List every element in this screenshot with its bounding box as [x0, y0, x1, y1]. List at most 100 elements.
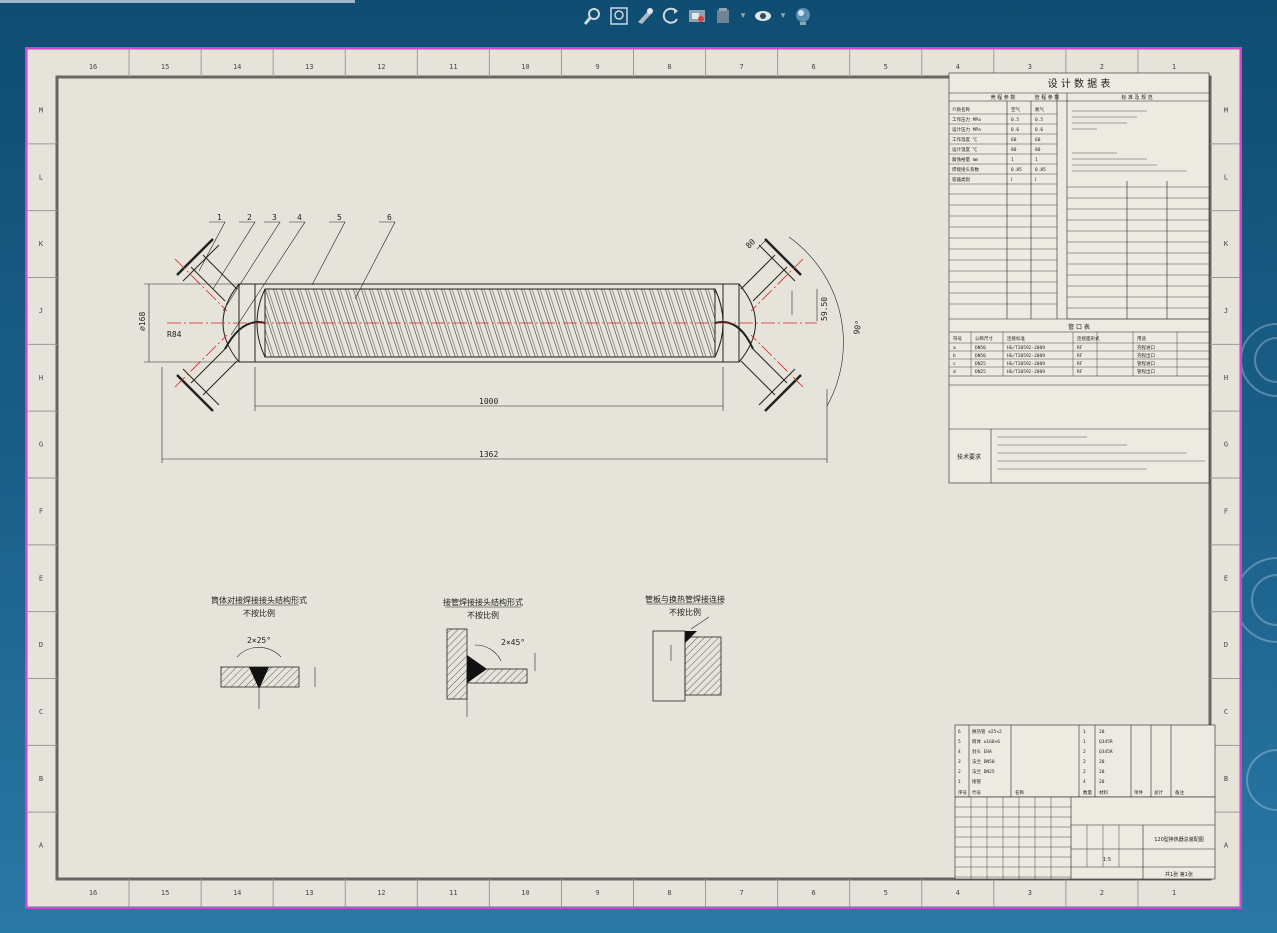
heads-up-view-toolbar: ▾ ▾	[583, 5, 813, 27]
main-view-heat-exchanger	[176, 238, 802, 412]
detail-1-scale: 不按比例	[243, 608, 275, 618]
rotate-view-icon[interactable]	[661, 6, 681, 26]
parts-cell: 6	[958, 729, 961, 735]
zone-col-label-bottom: 3	[1028, 889, 1032, 897]
dim-length-total: 1362	[479, 450, 498, 459]
design-data-table	[948, 72, 1210, 484]
zone-col-label-top: 10	[521, 63, 529, 71]
parts-cell: 接管	[972, 778, 981, 785]
dim-length-inner: 1000	[479, 397, 498, 406]
design-row-label: 介质名称	[952, 106, 970, 113]
design-row-label: 焊接接头系数	[952, 166, 979, 173]
nozzle-cell: RF	[1077, 361, 1083, 367]
zone-col-label-bottom: 4	[956, 889, 960, 897]
parts-cell: 法兰 DN25	[972, 768, 995, 775]
design-table-title: 设 计 数 据 表	[1048, 77, 1111, 90]
zone-row-label-right: B	[1224, 775, 1228, 783]
standards-text-lines	[997, 110, 1205, 470]
design-row-tube-value: 0.5	[1035, 117, 1043, 123]
parts-header: 备注	[1175, 789, 1184, 796]
zone-col-label-top: 15	[161, 63, 169, 71]
design-row-tube-value: 0.6	[1035, 127, 1043, 133]
parts-cell: 1	[958, 779, 961, 785]
zone-row-label-right: K	[1224, 240, 1229, 248]
parts-cell: 5	[958, 739, 961, 745]
parts-header: 序号	[958, 789, 967, 796]
zone-row-label-left: J	[39, 307, 43, 315]
zoom-to-area-icon[interactable]	[583, 6, 603, 26]
design-col-tube: 管 程 参 数	[1035, 94, 1060, 101]
section-view-icon[interactable]	[687, 6, 707, 26]
design-row-label: 工作温度 ℃	[952, 136, 978, 143]
zoom-to-fit-icon[interactable]	[609, 6, 629, 26]
parts-cell: 2	[1083, 749, 1086, 755]
zone-col-label-bottom: 2	[1100, 889, 1104, 897]
zone-row-label-right: A	[1224, 842, 1229, 850]
hide-show-items-icon[interactable]	[753, 6, 773, 26]
parts-header: 名称	[1015, 789, 1024, 796]
dim-radius: R84	[167, 330, 182, 339]
nozzle-cell: b	[953, 353, 956, 359]
part-balloon: 5	[337, 213, 342, 222]
parts-cell: 20	[1099, 769, 1105, 775]
parts-header: 单件	[1134, 789, 1143, 796]
zone-col-label-bottom: 16	[89, 889, 97, 897]
part-leaders	[198, 221, 396, 336]
drawing-scale: 1:5	[1103, 857, 1111, 863]
parts-cell: 封头 EHA	[972, 748, 992, 755]
parts-header: 数量	[1083, 789, 1092, 796]
zone-col-label-bottom: 5	[884, 889, 888, 897]
view-orientation-icon[interactable]	[713, 6, 733, 26]
top-strip	[0, 0, 355, 3]
zone-row-label-right: C	[1224, 708, 1228, 716]
zone-row-label-right: F	[1224, 507, 1228, 515]
nozzle-cell: HG/T20592-2009	[1007, 369, 1045, 375]
nozzle-right-upper	[740, 238, 802, 302]
zone-col-label-top: 1	[1172, 63, 1176, 71]
nozzle-cell: 管程出口	[1137, 368, 1155, 375]
hide-show-caret[interactable]: ▾	[780, 11, 786, 21]
nozzle-cell: DN25	[975, 369, 986, 375]
dim-angle-90: 90°	[852, 320, 863, 336]
nozzle-header: 用途	[1137, 335, 1146, 342]
design-row-label: 腐蚀裕量 mm	[952, 156, 978, 163]
nozzle-table-title: 管 口 表	[1068, 323, 1090, 331]
parts-cell: 2	[958, 769, 961, 775]
detail-shell-butt-weld: 筒体对接焊接接头结构形式 不按比例 2×25°	[211, 595, 316, 709]
parts-cell: 换热管 ⌀25×2	[972, 728, 1002, 735]
parts-cell: 20	[1099, 779, 1105, 785]
design-row-tube-value: 60	[1035, 137, 1041, 143]
parts-cell: 1	[1083, 739, 1086, 745]
zone-col-label-top: 12	[377, 63, 385, 71]
zone-col-label-top: 14	[233, 63, 241, 71]
parts-header: 材料	[1099, 789, 1108, 796]
zone-row-label-left: L	[39, 173, 43, 181]
zone-row-label-left: H	[39, 374, 43, 382]
nozzle-header: 连接标准	[1007, 335, 1025, 342]
zone-col-label-bottom: 12	[377, 889, 385, 897]
parts-cell: 2	[1083, 769, 1086, 775]
design-row-shell-value: 1	[1011, 157, 1014, 163]
zone-row-label-right: E	[1224, 574, 1228, 582]
zone-col-label-bottom: 7	[739, 889, 743, 897]
title-block-grid	[955, 797, 1120, 879]
zone-col-label-top: 2	[1100, 63, 1104, 71]
design-row-label: 容器类别	[952, 176, 970, 183]
part-balloon: 4	[297, 213, 302, 222]
dimension-lines	[144, 236, 844, 463]
zone-row-label-left: M	[39, 106, 43, 114]
nozzle-cell: HG/T20592-2009	[1007, 361, 1045, 367]
view-orientation-caret[interactable]: ▾	[740, 11, 746, 21]
parts-header: 总计	[1154, 789, 1163, 796]
previous-view-icon[interactable]	[635, 6, 655, 26]
design-row-shell-value: Ⅰ	[1011, 177, 1012, 183]
part-balloon: 3	[272, 213, 277, 222]
centerlines	[167, 258, 817, 388]
nozzle-cell: DN50	[975, 353, 986, 359]
design-row-tube-value: 1	[1035, 157, 1038, 163]
part-balloon: 2	[247, 213, 252, 222]
appearance-icon[interactable]	[793, 6, 813, 26]
